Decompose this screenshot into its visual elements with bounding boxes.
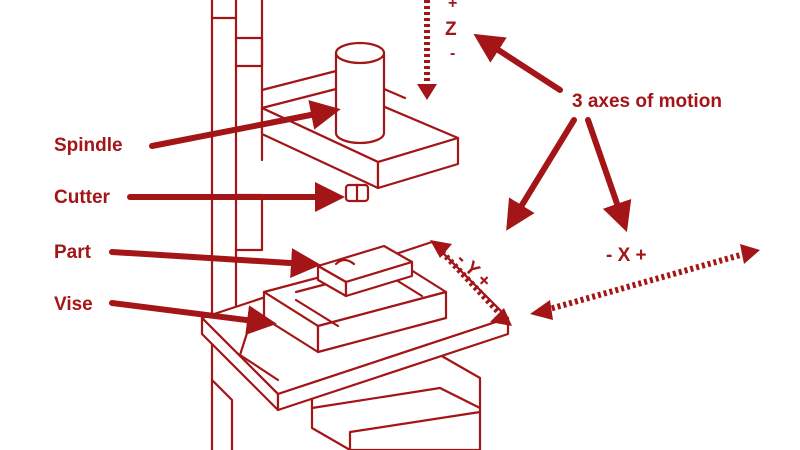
- spindle: [334, 41, 386, 145]
- x-axis-label: - X +: [606, 245, 647, 266]
- spindle-label: Spindle: [54, 135, 123, 156]
- cutter-label: Cutter: [54, 187, 110, 208]
- vise-label: Vise: [54, 294, 93, 315]
- axes-arrow-y: [506, 117, 577, 231]
- part: [316, 244, 414, 298]
- y-axis-arrowhead-back: [430, 240, 452, 258]
- x-axis-arrowhead-left: [530, 300, 553, 320]
- axes-arrow-z: [473, 33, 563, 93]
- part-label: Part: [54, 242, 91, 263]
- z-minus-label: -: [450, 45, 456, 62]
- z-plus-label: +: [448, 0, 458, 12]
- y-axis-arrowhead-front: [490, 308, 512, 326]
- x-axis-arrow: [545, 251, 745, 313]
- z-axis-label: Z: [445, 19, 457, 40]
- axes-of-motion-label: 3 axes of motion: [572, 91, 722, 112]
- cutter: [344, 183, 370, 203]
- part-pointer-arrow: [109, 248, 321, 279]
- spindle-pointer-arrow: [149, 100, 341, 149]
- axes-arrow-x: [585, 117, 632, 233]
- vise-pointer-arrow: [109, 300, 277, 335]
- x-axis-arrowhead-right: [740, 244, 760, 264]
- z-axis-arrowhead: [417, 84, 437, 100]
